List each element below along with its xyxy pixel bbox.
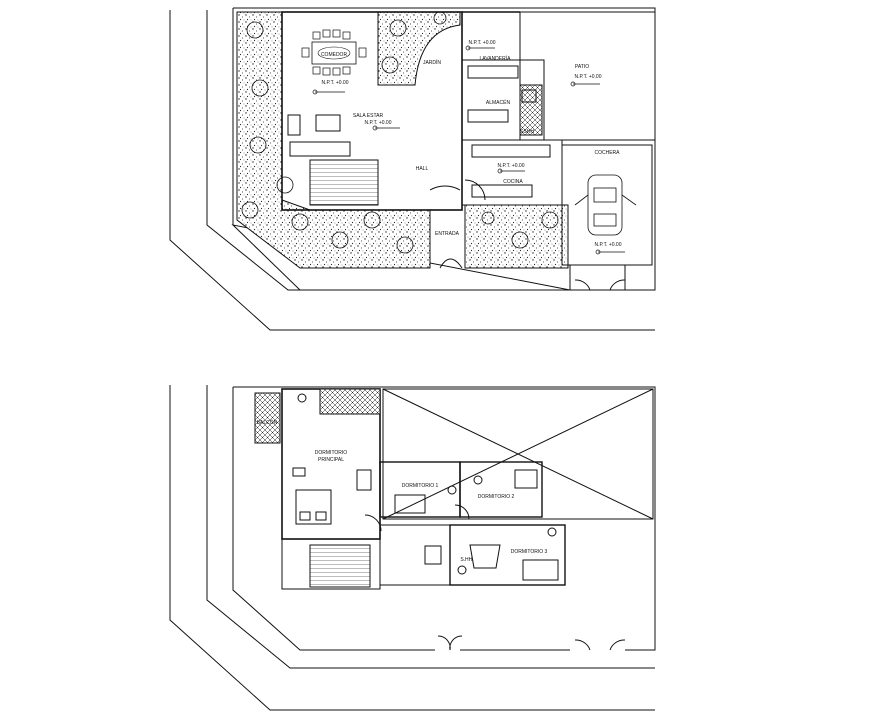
level-patio: N.P.T. +0.00 <box>574 74 601 80</box>
room-label-comedor: COMEDOR <box>321 52 348 58</box>
room-label-ssh: SSHH <box>520 129 534 135</box>
room-label-hall: HALL <box>416 166 429 172</box>
upper-floor-labels: BALCÓN DORMITORIO PRINCIPAL DORMITORIO 1… <box>257 419 548 563</box>
room-label-jardin: JARDÍN <box>423 59 441 66</box>
room-label-patio: PATIO <box>575 64 589 70</box>
level-cocina: N.P.T. +0.00 <box>497 163 524 169</box>
room-label-lavanderia: LAVANDERÍA <box>480 55 512 62</box>
upper-floor-plan <box>169 385 656 711</box>
level-sala-estar: N.P.T. +0.00 <box>364 120 391 126</box>
room-label-dormitorio-2: DORMITORIO 2 <box>478 494 515 500</box>
room-label-sala-estar: SALA ESTAR <box>353 113 384 119</box>
room-label-balcon: BALCÓN <box>257 419 278 426</box>
room-label-ssh-upper: S.HH. <box>460 557 473 563</box>
room-label-almacen: ALMACÉN <box>486 99 511 106</box>
room-label-dormitorio-principal-1: DORMITORIO <box>315 450 348 456</box>
room-label-entrada: ENTRADA <box>435 231 460 237</box>
ground-floor-labels: COMEDOR N.P.T. +0.00 JARDÍN LAVANDERÍA N… <box>321 40 622 248</box>
garden-front-right <box>464 204 569 269</box>
level-comedor: N.P.T. +0.00 <box>321 80 348 86</box>
tree-icons <box>241 11 559 254</box>
ground-floor-plan <box>169 7 656 331</box>
garden-top <box>377 11 461 86</box>
room-label-cochera: COCHERA <box>594 150 620 156</box>
street-curb-outer-upper <box>169 385 655 711</box>
level-lavanderia: N.P.T. +0.00 <box>468 40 495 46</box>
room-label-dormitorio-1: DORMITORIO 1 <box>402 483 439 489</box>
room-label-dormitorio-3: DORMITORIO 3 <box>511 549 548 555</box>
room-label-dormitorio-principal-2: PRINCIPAL <box>318 457 344 463</box>
street-curb-inner-upper <box>206 385 655 669</box>
level-cochera: N.P.T. +0.00 <box>594 242 621 248</box>
car-icon <box>574 174 637 236</box>
street-curb-outer <box>169 10 655 331</box>
room-label-cocina: COCINA <box>503 179 523 185</box>
